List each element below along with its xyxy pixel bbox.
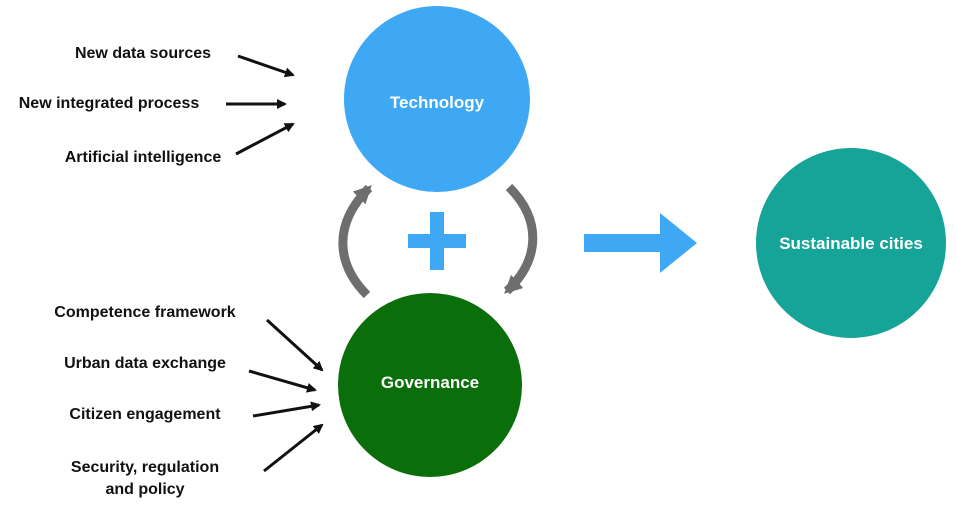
input-security-regulation: Security, regulation: [71, 459, 219, 476]
sustainable-cities-circle: [756, 148, 946, 338]
input-arrow: [252, 401, 321, 418]
sustainable-cities-label: Sustainable cities: [779, 234, 923, 253]
cycle-arrow-down: [503, 183, 538, 295]
input-arrow: [263, 423, 324, 473]
governance-label: Governance: [381, 373, 479, 392]
plus-icon: [408, 212, 466, 270]
governance-inputs: Competence framework Urban data exchange…: [54, 304, 324, 498]
technology-circle: [344, 6, 530, 192]
input-citizen-engagement: Citizen engagement: [69, 406, 221, 423]
input-arrow: [265, 318, 324, 372]
technology-inputs: New data sources New integrated process …: [19, 45, 295, 166]
input-and-policy: and policy: [105, 481, 184, 498]
input-artificial-intelligence: Artificial intelligence: [65, 149, 222, 166]
input-arrow: [248, 369, 317, 393]
input-competence-framework: Competence framework: [54, 304, 235, 321]
governance-circle: [338, 293, 522, 477]
output-arrow: [584, 213, 697, 273]
cycle-arrow-up: [338, 184, 373, 299]
input-arrow: [237, 54, 295, 78]
input-new-data-sources: New data sources: [75, 45, 211, 62]
technology-label: Technology: [390, 93, 485, 112]
input-urban-data-exchange: Urban data exchange: [64, 355, 226, 372]
input-new-integrated-process: New integrated process: [19, 95, 200, 112]
input-arrow: [235, 122, 295, 156]
